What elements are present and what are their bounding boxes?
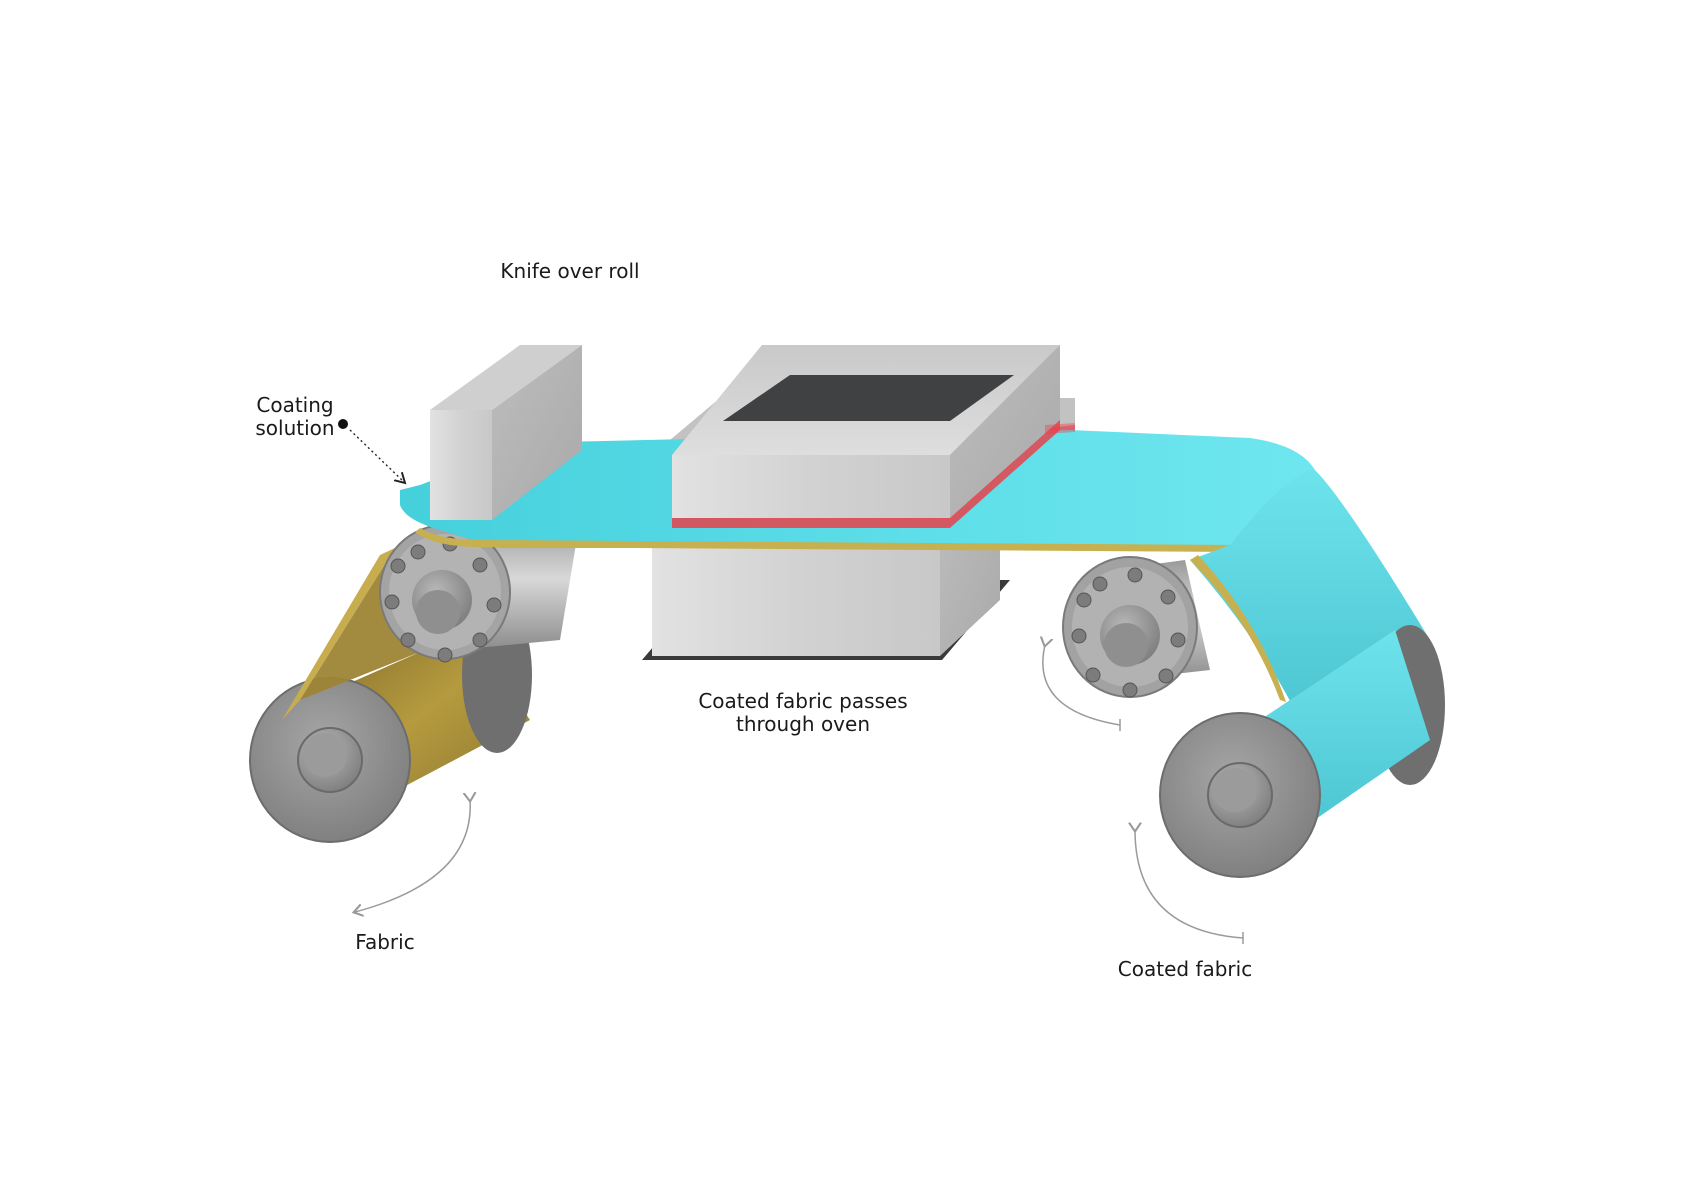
- oven-upper-front: [672, 345, 1075, 528]
- coated-fabric-label-text: Coated fabric: [1117, 957, 1253, 981]
- rewind-rotation-arrow: [1135, 830, 1244, 939]
- coating-solution-pointer: [338, 419, 404, 482]
- knife-over-roll-label: Knife over roll: [490, 260, 650, 283]
- knife-blade: [430, 345, 582, 520]
- rotation-arrows: [355, 645, 1244, 944]
- guide-roller: [1062, 556, 1210, 698]
- fabric-label: Fabric: [340, 931, 430, 954]
- oven-label: Coated fabric passes through oven: [678, 690, 928, 736]
- oven-label-line1: Coated fabric passes: [698, 689, 908, 713]
- applicator-roller: [379, 520, 580, 663]
- coated-fabric-label: Coated fabric: [1110, 958, 1260, 981]
- oven-window: [723, 375, 1014, 421]
- guide-rotation-arrow: [1043, 645, 1121, 726]
- fabric-label-text: Fabric: [355, 930, 415, 954]
- knife-label-text: Knife over roll: [500, 259, 640, 283]
- coating-label-line2: solution: [255, 416, 335, 440]
- fabric-rotation-arrow: [355, 800, 470, 912]
- oven-label-line2: through oven: [736, 712, 870, 736]
- coating-label-line1: Coating: [256, 393, 334, 417]
- coated-fabric-rewind-roll: [1159, 625, 1445, 878]
- coating-solution-label: Coating solution: [240, 394, 350, 440]
